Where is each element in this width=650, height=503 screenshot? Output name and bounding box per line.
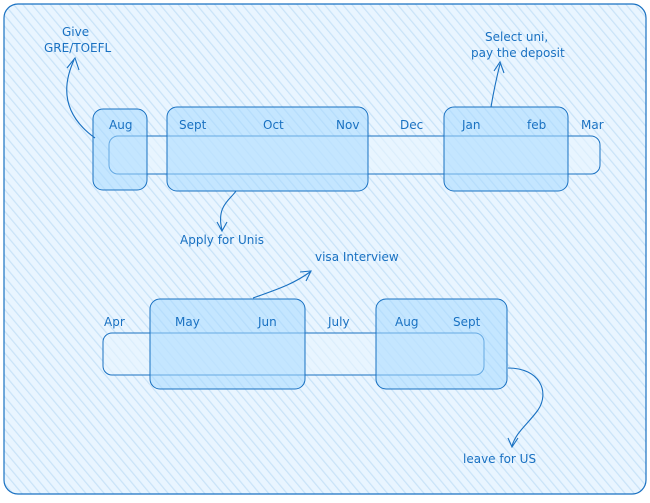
arrowhead-leave bbox=[507, 437, 519, 449]
arrow-select bbox=[490, 63, 501, 108]
t1-month-jan: Jan bbox=[461, 118, 481, 132]
t1-month-feb: feb bbox=[527, 118, 546, 132]
arrow-visa bbox=[252, 271, 311, 299]
label-gre-toefl: GRE/TOEFL bbox=[44, 41, 112, 55]
arrowhead-apply bbox=[216, 221, 228, 233]
highlight-sept-nov bbox=[166, 106, 369, 192]
label-select-uni: Select uni, bbox=[485, 30, 548, 44]
highlight-may-jun bbox=[149, 298, 306, 390]
arrowhead-select bbox=[493, 60, 505, 74]
t1-month-sept: Sept bbox=[179, 118, 207, 132]
t1-month-dec: Dec bbox=[400, 118, 423, 132]
label-pay-deposit: pay the deposit bbox=[471, 46, 565, 60]
label-leave: leave for US bbox=[463, 452, 536, 466]
t1-month-aug: Aug bbox=[109, 118, 132, 132]
t2-month-jun: Jun bbox=[257, 315, 277, 329]
arrowhead-visa bbox=[299, 270, 312, 282]
arrowhead-give bbox=[66, 56, 80, 71]
arrow-give bbox=[66, 59, 96, 139]
t1-month-oct: Oct bbox=[263, 118, 284, 132]
t1-month-mar: Mar bbox=[581, 118, 604, 132]
highlight-jan-feb bbox=[443, 106, 569, 192]
label-apply: Apply for Unis bbox=[180, 233, 264, 247]
arrow-leave bbox=[507, 367, 544, 447]
arrow-apply bbox=[220, 190, 237, 231]
label-give: Give bbox=[62, 25, 89, 39]
t2-month-apr: Apr bbox=[104, 315, 125, 329]
highlight-aug bbox=[92, 108, 148, 191]
label-visa: visa Interview bbox=[315, 250, 399, 264]
t1-month-nov: Nov bbox=[336, 118, 359, 132]
t2-month-sept: Sept bbox=[453, 315, 481, 329]
t2-month-july: July bbox=[327, 315, 350, 329]
t2-month-may: May bbox=[175, 315, 200, 329]
outer-frame bbox=[3, 3, 647, 495]
t2-month-aug: Aug bbox=[395, 315, 418, 329]
highlight-aug-sept bbox=[375, 298, 508, 390]
